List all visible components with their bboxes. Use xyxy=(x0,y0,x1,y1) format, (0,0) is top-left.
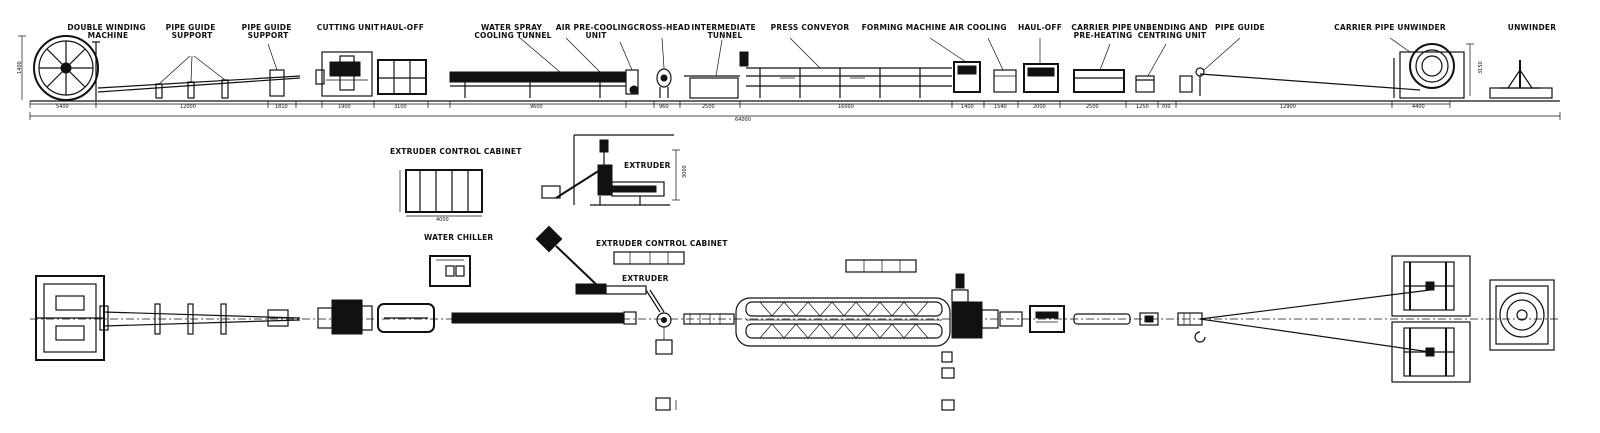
plan-pipe-guide xyxy=(1177,312,1206,343)
dim-pipe-guide-span: 1810 xyxy=(275,104,288,110)
water-spray-cooling-tunnel xyxy=(449,37,627,98)
cross-head xyxy=(656,37,672,98)
plan-haul-off-2 xyxy=(1029,305,1065,333)
label-intermediate-tunnel: INTERMEDIATE TUNNEL xyxy=(691,23,758,40)
elevation-view: 1400 xyxy=(17,35,1561,123)
dim-extruder-height: 3000 xyxy=(682,165,688,178)
label-unbending-centring-unit: UNBENDING AND CENTRING UNIT xyxy=(1133,23,1210,40)
extruder-control-cabinet-detail: 4000 xyxy=(399,169,483,223)
elevation-labels: DOUBLE WINDING MACHINE PIPE GUIDE SUPPOR… xyxy=(67,23,1556,40)
carrier-pipe-unwinder xyxy=(1389,37,1474,99)
label-extruder-top: EXTRUDER xyxy=(624,161,671,170)
plan-feed-line-lower xyxy=(1199,318,1431,353)
plan-view: EXTRUDER CONTROL CABINET EXTRUDER xyxy=(30,225,1560,411)
label-haul-off-1: HAUL-OFF xyxy=(380,23,424,32)
haul-off-2 xyxy=(1023,38,1059,93)
plan-pre-heating xyxy=(1073,313,1131,325)
label-pipe-guide: PIPE GUIDE xyxy=(1215,23,1265,32)
dim-total-length: 64000 xyxy=(735,117,751,123)
pipe-guide xyxy=(1179,37,1241,96)
unwinder xyxy=(1489,60,1553,99)
label-press-conveyor: PRESS CONVEYOR xyxy=(771,23,850,32)
dim-haul-off-2: 2000 xyxy=(1033,104,1046,110)
dim-winder: 5400 xyxy=(56,104,69,110)
air-pre-cooling-unit xyxy=(619,41,639,95)
plan-feed-line-upper xyxy=(1199,289,1431,320)
plan-pipe-guides xyxy=(154,303,227,335)
plan-forming-machine xyxy=(941,273,999,411)
plan-cutting-unit xyxy=(317,299,373,335)
plan-haul-off xyxy=(377,303,435,333)
label-haul-off-2: HAUL-OFF xyxy=(1018,23,1062,32)
plan-air-cooling xyxy=(999,311,1023,327)
intermediate-tunnel xyxy=(684,39,740,99)
water-chiller xyxy=(429,255,471,287)
dim-cutting-unit: 1900 xyxy=(338,104,351,110)
dim-unwinder-height: 3150 xyxy=(1478,61,1484,74)
label-unwinder: UNWINDER xyxy=(1508,23,1556,32)
label-extruder-control-cabinet-plan: EXTRUDER CONTROL CABINET xyxy=(596,239,728,248)
label-extruder-control-cabinet-top: EXTRUDER CONTROL CABINET xyxy=(390,147,522,156)
label-cross-head: CROSS-HEAD xyxy=(634,23,691,32)
extruder-detail: 3000 xyxy=(541,134,688,206)
dimension-chain xyxy=(29,101,1561,120)
double-winding-machine xyxy=(18,35,100,101)
plan-double-winding-machine xyxy=(35,275,109,361)
label-pipe-guide-support-1: PIPE GUIDE SUPPORT xyxy=(166,23,219,40)
label-forming-machine: FORMING MACHINE xyxy=(862,23,947,32)
label-double-winding-machine: DOUBLE WINDING MACHINE xyxy=(67,23,148,40)
label-carrier-pipe-unwinder: CARRIER PIPE UNWINDER xyxy=(1334,23,1446,32)
label-carrier-pipe-pre-heating: CARRIER PIPE PRE-HEATING xyxy=(1071,23,1134,40)
unbending-centring-unit xyxy=(1135,43,1167,93)
plan-pipe-a xyxy=(103,311,301,319)
plan-pipe-b xyxy=(103,319,301,327)
dim-unwind-span: 12900 xyxy=(1280,104,1296,110)
plan-extruder-control-cabinet xyxy=(613,251,685,265)
dim-centring: 1250 xyxy=(1136,104,1149,110)
dim-forming: 1400 xyxy=(961,104,974,110)
plan-conveyor-cabinets xyxy=(845,259,917,273)
dim-press-conveyor: 16000 xyxy=(838,104,854,110)
forming-machine xyxy=(929,37,981,93)
label-pipe-guide-support-2: PIPE GUIDE SUPPORT xyxy=(242,23,295,40)
plan-intermediate-tunnel xyxy=(683,313,735,325)
pipe-guide-supports xyxy=(97,43,301,99)
label-water-chiller: WATER CHILLER xyxy=(424,233,493,242)
label-water-spray-cooling-tunnel: WATER SPRAY COOLING TUNNEL xyxy=(474,23,551,40)
plan-cooling-tunnel xyxy=(451,311,637,325)
label-cutting-unit: CUTTING UNIT xyxy=(317,23,380,32)
plan-extruder xyxy=(535,225,665,313)
dim-preheat: 2500 xyxy=(1086,104,1099,110)
plan-unwinder xyxy=(1489,279,1555,351)
label-air-pre-cooling-unit: AIR PRE-COOLING UNIT xyxy=(556,23,637,40)
haul-off-1 xyxy=(377,59,427,95)
label-air-cooling: AIR COOLING xyxy=(949,23,1006,32)
dim-pipe-support-span: 12000 xyxy=(180,104,196,110)
dim-air-cooling: 1540 xyxy=(994,104,1007,110)
label-extruder-plan: EXTRUDER xyxy=(622,274,669,283)
dim-cabinet-width: 4000 xyxy=(436,217,449,223)
cutting-unit xyxy=(315,51,373,97)
plan-carrier-pipe-unwinder-lower xyxy=(1391,321,1471,383)
dim-cross-head: 960 xyxy=(659,104,669,110)
carrier-pipe-line xyxy=(1199,73,1421,91)
plan-press-conveyor xyxy=(735,297,951,347)
carrier-pipe-pre-heating xyxy=(1073,43,1125,93)
dim-unwinder: 4400 xyxy=(1412,104,1425,110)
dim-guide: 700 xyxy=(1161,104,1171,110)
plan-cross-head xyxy=(655,312,677,411)
air-cooling xyxy=(987,37,1017,93)
plan-centring-unit xyxy=(1139,312,1159,326)
dim-cooling-tunnel: 9600 xyxy=(530,104,543,110)
plan-pipe-guide-2 xyxy=(267,309,289,327)
plan-carrier-pipe-unwinder-upper xyxy=(1391,255,1471,317)
dim-haul-off: 3100 xyxy=(394,104,407,110)
dim-intermediate: 2500 xyxy=(702,104,715,110)
press-conveyor xyxy=(739,37,952,98)
dim-machine-height: 1400 xyxy=(17,61,23,74)
